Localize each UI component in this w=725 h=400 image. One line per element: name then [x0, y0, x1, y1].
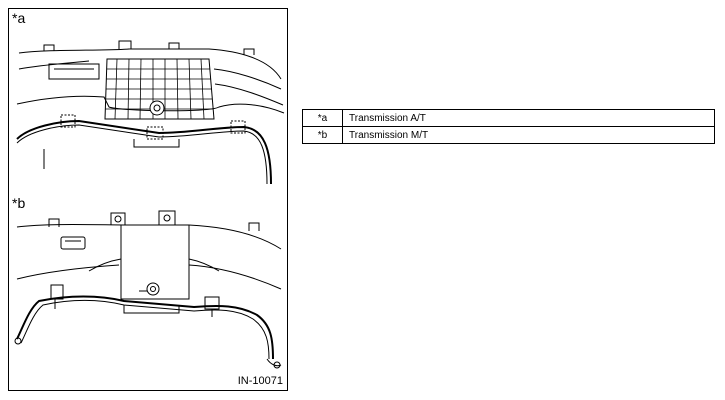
- legend-row: *a Transmission A/T: [302, 109, 715, 127]
- illustration-frame: *a *b IN-10071: [8, 8, 288, 391]
- figure-id: IN-10071: [237, 375, 283, 387]
- callout-b-label: *b: [12, 195, 26, 211]
- mt-tunnel-drawing: [14, 210, 282, 369]
- legend-row: *b Transmission M/T: [302, 126, 715, 144]
- at-tunnel-drawing: [16, 40, 285, 185]
- legend-key: *a: [302, 109, 343, 127]
- undercarriage-drawing: [14, 40, 285, 369]
- legend-table: *a Transmission A/T *b Transmission M/T: [302, 109, 715, 144]
- legend-text: Transmission A/T: [342, 109, 715, 127]
- legend-text: Transmission M/T: [342, 126, 715, 144]
- legend-key: *b: [302, 126, 343, 144]
- callout-a-label: *a: [12, 10, 26, 26]
